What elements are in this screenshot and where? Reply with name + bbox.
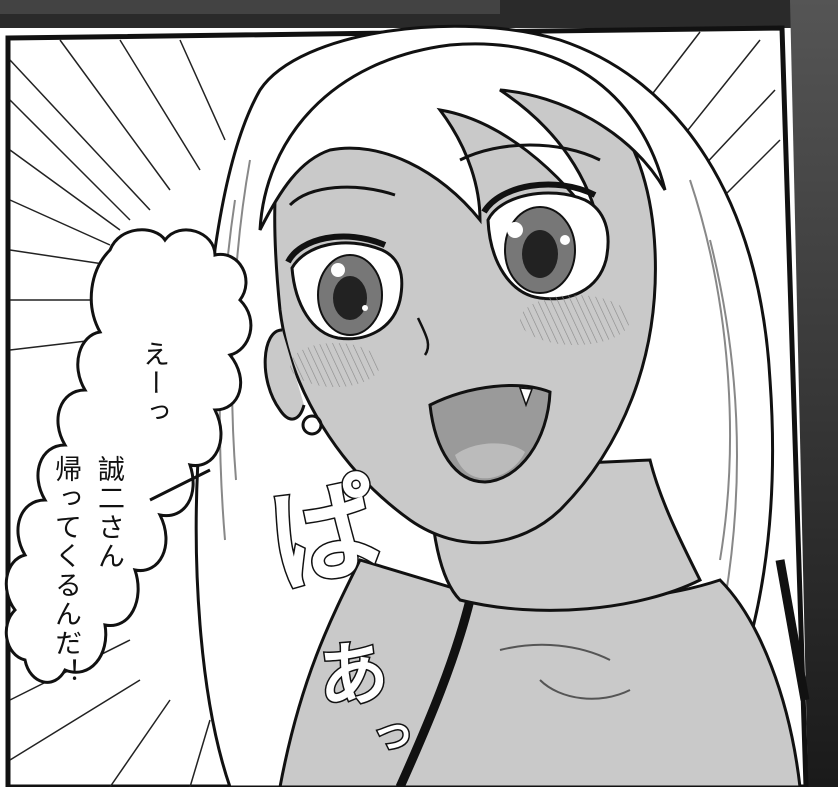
nose xyxy=(416,317,430,356)
left-eyebrow xyxy=(288,185,396,207)
sound-effect-small-tsu: っ xyxy=(369,705,417,760)
right-blush xyxy=(520,295,630,345)
speech-line-1: えーっ xyxy=(138,340,169,427)
speech-line-2: 誠二さん xyxy=(93,455,124,571)
speech-bubble xyxy=(4,228,253,684)
earring xyxy=(301,414,323,436)
sound-effect-pa: ぱ xyxy=(256,459,393,610)
right-eyebrow xyxy=(459,143,601,162)
top-strap xyxy=(395,598,475,787)
speech-line-3: 帰ってくるんだ！ xyxy=(50,455,81,687)
left-eye xyxy=(285,233,404,341)
ear xyxy=(263,328,306,421)
right-eye xyxy=(481,181,610,301)
sound-effect-a: あ xyxy=(312,629,393,721)
left-blush xyxy=(290,343,380,387)
right-panel-strip xyxy=(790,0,838,787)
open-mouth xyxy=(428,384,552,484)
